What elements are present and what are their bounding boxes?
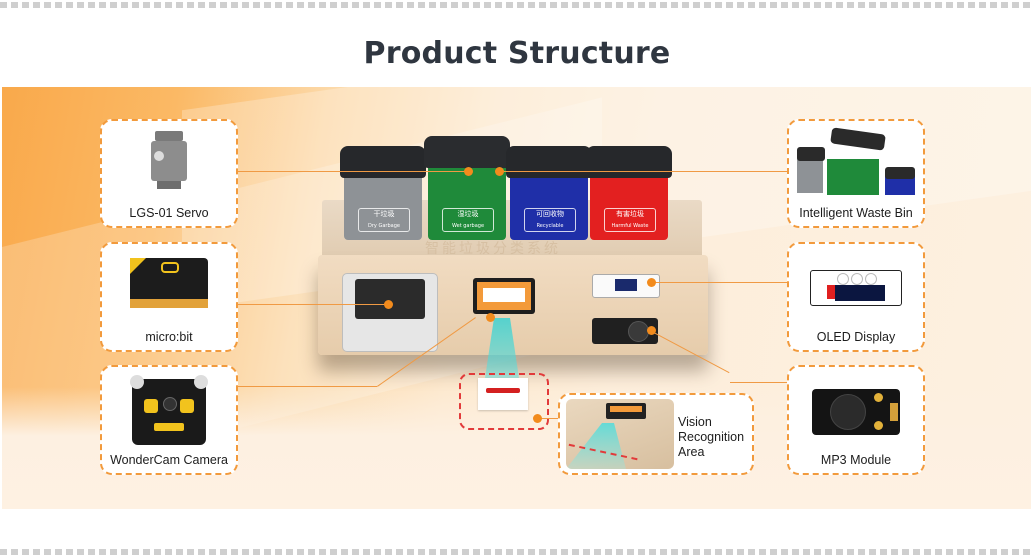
- mp3-module: [592, 318, 658, 344]
- card-oled: OLED Display: [787, 242, 925, 352]
- anchor-dot: [486, 313, 495, 322]
- screen-image: [483, 288, 525, 302]
- connector-camera: [237, 386, 377, 387]
- anchor-dot: [384, 300, 393, 309]
- bottom-dashed-divider: [0, 549, 1034, 555]
- anchor-dot: [647, 326, 656, 335]
- page-title: Product Structure: [363, 36, 671, 71]
- board-engraving: 智能垃圾分类系统: [425, 241, 561, 257]
- anchor-dot: [533, 414, 542, 423]
- card-label: Intelligent Waste Bin: [799, 206, 913, 220]
- anchor-dot: [647, 278, 656, 287]
- microbit-board: [355, 279, 425, 319]
- connector-mp3: [730, 382, 788, 383]
- screen-content: [477, 282, 531, 310]
- anchor-dot: [495, 167, 504, 176]
- speaker-module-icon: [812, 389, 900, 435]
- vision-area-icon: [566, 399, 674, 469]
- card-mp3: MP3 Module: [787, 365, 925, 475]
- recognition-card: [478, 378, 528, 410]
- connector-microbit: [237, 304, 387, 305]
- vision-label: Vision Recognition Area: [678, 415, 745, 459]
- speaker-icon: [628, 321, 649, 342]
- camera-module-icon: [130, 375, 208, 445]
- connector-vision: [538, 418, 560, 419]
- top-dashed-divider: [0, 2, 1034, 8]
- card-microbit: micro:bit: [100, 242, 238, 352]
- card-label: micro:bit: [145, 330, 193, 344]
- card-camera: WonderCam Camera: [100, 365, 238, 475]
- connector-servo: [237, 171, 469, 172]
- bin-lid: [586, 146, 672, 178]
- microbit-board-icon: [130, 258, 208, 308]
- connector-oled: [650, 282, 788, 283]
- bin-lid-open: [424, 136, 510, 168]
- microbit-expansion-module: [342, 273, 438, 352]
- oled-screen: [615, 279, 637, 291]
- card-vision-area: Vision Recognition Area: [558, 393, 754, 475]
- card-waste-bin: Intelligent Waste Bin: [787, 119, 925, 228]
- bin-lid: [506, 146, 592, 178]
- vision-target-frame: [459, 373, 549, 430]
- connector-waste-bin: [498, 171, 788, 172]
- camera-screen: [473, 278, 535, 314]
- card-label: LGS-01 Servo: [129, 206, 209, 220]
- oled-display-icon: [810, 270, 902, 306]
- servo-icon: [151, 131, 187, 191]
- ketchup-icon: [486, 388, 520, 393]
- card-label: MP3 Module: [820, 453, 892, 467]
- card-servo: LGS-01 Servo: [100, 119, 238, 228]
- bin-lid: [340, 146, 426, 178]
- card-label: WonderCam Camera: [110, 453, 228, 467]
- anchor-dot: [464, 167, 473, 176]
- waste-bin-icon: [797, 127, 915, 195]
- card-label: OLED Display: [816, 330, 896, 344]
